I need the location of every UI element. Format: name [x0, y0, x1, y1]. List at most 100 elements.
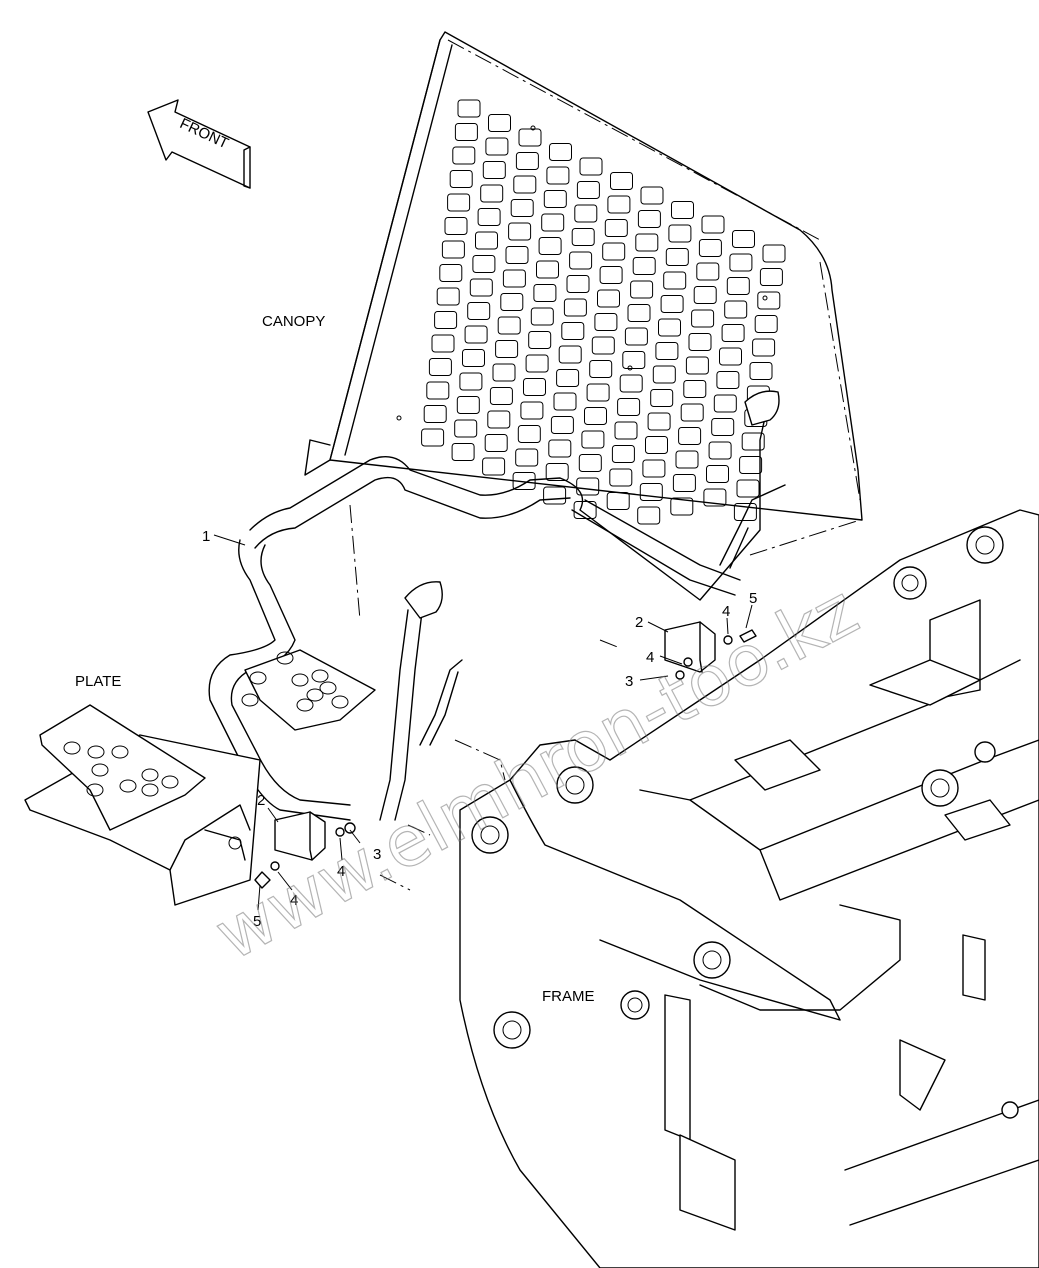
vent-slot [436, 287, 460, 306]
vent-slot [421, 428, 445, 447]
vent-slot [660, 295, 684, 313]
callout-3-right: 3 [625, 673, 633, 690]
vent-slot [655, 342, 679, 360]
vent-slot [485, 137, 509, 156]
vent-slot [439, 264, 463, 282]
vent-slot [571, 228, 595, 246]
plate-hole [291, 673, 309, 687]
vent-slot [576, 181, 600, 199]
vent-slot [520, 401, 544, 420]
vent-slot [513, 175, 537, 194]
vent-slot [469, 278, 493, 297]
vent-slot [556, 369, 580, 387]
canopy-panel [329, 31, 863, 521]
vent-slot [637, 210, 661, 228]
vent-slot [759, 268, 783, 286]
vent-slot [459, 372, 483, 391]
vent-slot [599, 266, 623, 284]
vent-slot [431, 334, 455, 353]
vent-slot [538, 237, 562, 255]
vent-slot [685, 356, 709, 375]
vent-slot [574, 204, 598, 223]
vent-slot [488, 114, 511, 132]
vent-slot [640, 186, 664, 205]
vent-slot [607, 195, 631, 214]
vent-slot [467, 302, 491, 320]
vent-slot [739, 456, 763, 474]
vent-slot [576, 477, 600, 496]
vent-slot [749, 362, 773, 380]
vent-slot [452, 146, 476, 165]
vent-slot [578, 454, 602, 472]
plate-hole [91, 763, 109, 777]
vent-slot [515, 448, 539, 467]
vent-slot [472, 255, 496, 273]
vent-slot [586, 383, 610, 402]
vent-slot [708, 441, 732, 460]
vent-slot [591, 336, 615, 355]
vent-slot [533, 284, 557, 302]
vent-slot [652, 365, 676, 384]
vent-slot [650, 389, 674, 407]
vent-slot [627, 304, 651, 322]
vent-slot [525, 354, 549, 373]
plate-hole [241, 693, 259, 707]
vent-slot [630, 280, 654, 299]
vent-slot [530, 307, 554, 326]
vent-slot [482, 457, 506, 476]
vent-slot [698, 239, 722, 257]
callout-4-right-b: 4 [722, 603, 730, 620]
vent-slot [604, 219, 628, 237]
vent-slot [512, 472, 536, 490]
vent-slot [693, 286, 717, 304]
vent-slot [462, 349, 485, 367]
vent-slot [517, 425, 541, 443]
frame-label: FRAME [542, 988, 595, 1005]
plate-hole [141, 783, 159, 797]
plate-hole [276, 651, 294, 665]
vent-slot [610, 172, 633, 190]
callout-4-right-a: 4 [646, 649, 654, 666]
vent-slot [711, 418, 735, 436]
vent-slot [729, 253, 753, 272]
plate-hole [87, 745, 105, 759]
vent-slot [716, 371, 740, 389]
vent-slot [548, 439, 572, 458]
vent-slot [642, 459, 666, 478]
plate-holes [63, 651, 349, 797]
vent-slot [489, 387, 513, 405]
vent-slot [726, 277, 750, 295]
vent-slot [733, 503, 757, 521]
plate-hole [296, 698, 314, 712]
rail-mount-right [744, 390, 780, 426]
vent-slot [606, 492, 630, 510]
vent-slot [719, 347, 742, 366]
vent-slot [703, 488, 727, 507]
callout-5-right: 5 [749, 590, 757, 607]
vent-slot [647, 412, 671, 431]
vent-slot [508, 222, 532, 241]
vent-slot [597, 289, 620, 308]
plate-label: PLATE [75, 673, 121, 690]
vent-slot [457, 99, 481, 118]
callout-2-right: 2 [635, 614, 643, 631]
vent-slot [492, 363, 516, 382]
vent-slot [515, 152, 539, 170]
vent-slot [456, 396, 480, 414]
vent-slot [688, 333, 712, 351]
vent-slot [500, 293, 524, 311]
vent-slot [475, 231, 498, 250]
vent-slot [563, 298, 587, 317]
vent-slot [622, 351, 646, 369]
vent-slot [713, 394, 737, 413]
vent-slot [484, 434, 508, 452]
vent-slot [675, 450, 699, 469]
vent-slot [724, 300, 748, 319]
vent-slot [614, 421, 638, 440]
vent-slot [444, 217, 468, 235]
vent-slot [558, 345, 582, 364]
vent-slot [423, 405, 447, 423]
vent-slot [451, 443, 475, 461]
vent-slot [561, 322, 585, 340]
